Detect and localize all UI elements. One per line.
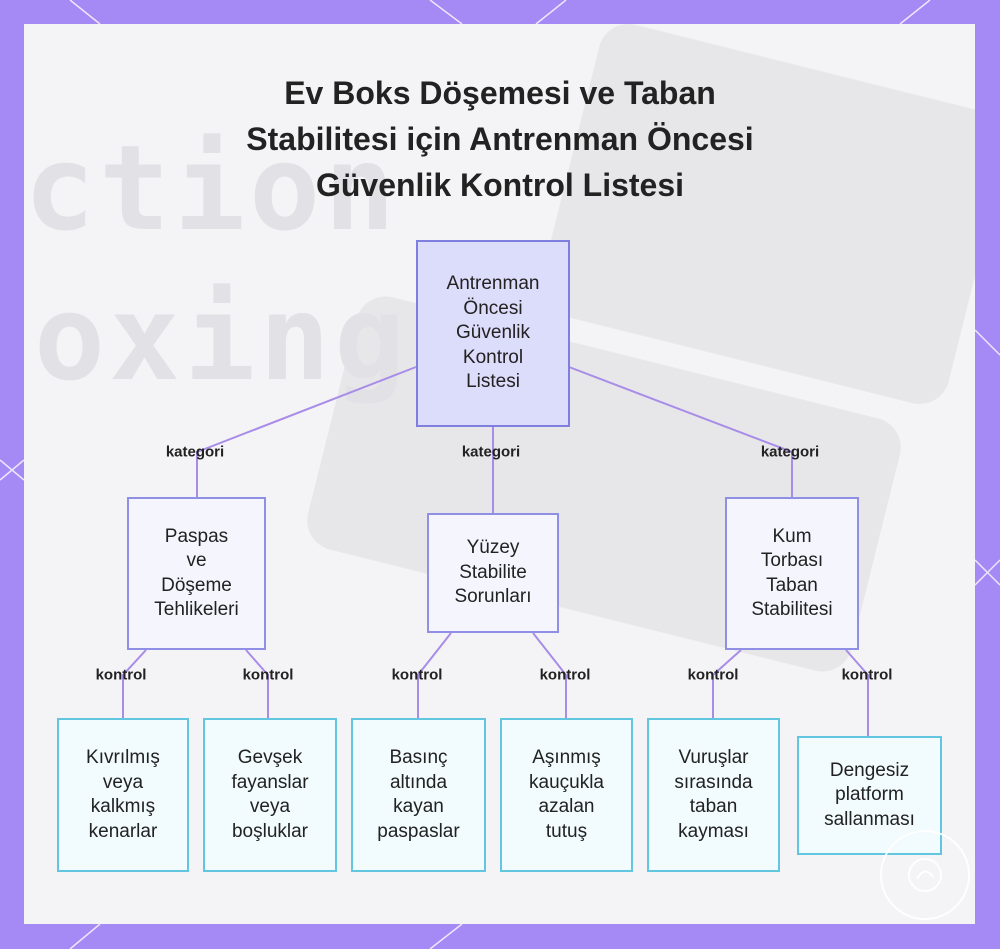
node-label-line: Antrenman xyxy=(447,272,540,297)
title-line: Ev Boks Döşemesi ve Taban xyxy=(0,70,1000,116)
watermark-logo-icon xyxy=(903,853,947,897)
node-label-line: Stabilitesi xyxy=(751,598,832,623)
edge-label-category: kategori xyxy=(166,444,224,461)
node-label-line: kauçukla xyxy=(529,771,604,796)
category-node-surface: Yüzey Stabilite Sorunları xyxy=(427,513,559,633)
node-label-line: Kum xyxy=(751,525,832,550)
node-label-line: Torbası xyxy=(751,549,832,574)
title-line: Güvenlik Kontrol Listesi xyxy=(0,162,1000,208)
leaf-node: Gevşek fayanslar veya boşluklar xyxy=(203,718,337,872)
leaf-node: Kıvrılmış veya kalkmış kenarlar xyxy=(57,718,189,872)
category-node-mat-floor: Paspas ve Döşeme Tehlikeleri xyxy=(127,497,266,650)
node-label-line: Öncesi xyxy=(447,297,540,322)
leaf-node: Vuruşlar sırasında taban kayması xyxy=(647,718,780,872)
node-label-line: Vuruşlar xyxy=(674,746,752,771)
node-label-line: boşluklar xyxy=(231,820,308,845)
node-label-line: Gevşek xyxy=(231,746,308,771)
edge-root-cat1 xyxy=(197,367,416,497)
node-label-line: ve xyxy=(154,549,238,574)
node-label-line: veya xyxy=(231,795,308,820)
leaf-node: Aşınmış kauçukla azalan tutuş xyxy=(500,718,633,872)
edge-label-category: kategori xyxy=(761,444,819,461)
node-label-line: Basınç xyxy=(377,746,459,771)
edge-cat3-leaf5 xyxy=(713,650,741,718)
node-label-line: Yüzey xyxy=(454,536,531,561)
node-label-line: Listesi xyxy=(447,370,540,395)
node-label-line: Aşınmış xyxy=(529,746,604,771)
watermark-logo-icon xyxy=(880,830,970,920)
title-line: Stabilitesi için Antrenman Öncesi xyxy=(0,116,1000,162)
node-label-line: tutuş xyxy=(529,820,604,845)
edge-label-check: kontrol xyxy=(842,667,893,684)
edge-cat3-leaf6 xyxy=(846,650,868,736)
node-label-line: Döşeme xyxy=(154,574,238,599)
node-label-line: altında xyxy=(377,771,459,796)
edge-label-category: kategori xyxy=(462,444,520,461)
leaf-node: Basınç altında kayan paspaslar xyxy=(351,718,486,872)
node-label-line: paspaslar xyxy=(377,820,459,845)
edge-label-check: kontrol xyxy=(96,667,147,684)
node-label-line: kayması xyxy=(674,820,752,845)
node-label-line: azalan xyxy=(529,795,604,820)
edge-label-check: kontrol xyxy=(540,667,591,684)
node-label-line: taban xyxy=(674,795,752,820)
node-label-line: Paspas xyxy=(154,525,238,550)
node-label-line: sallanması xyxy=(824,808,915,833)
edge-label-check: kontrol xyxy=(688,667,739,684)
node-label-line: Kontrol xyxy=(447,346,540,371)
node-label-line: sırasında xyxy=(674,771,752,796)
node-label-line: Sorunları xyxy=(454,585,531,610)
node-label-line: Stabilite xyxy=(454,561,531,586)
edge-cat1-leaf1 xyxy=(123,650,146,718)
node-label-line: veya xyxy=(86,771,160,796)
node-label-line: platform xyxy=(824,783,915,808)
node-label-line: kalkmış xyxy=(86,795,160,820)
edge-root-cat3 xyxy=(569,367,792,497)
diagram-title: Ev Boks Döşemesi ve Taban Stabilitesi iç… xyxy=(0,70,1000,208)
edge-label-check: kontrol xyxy=(243,667,294,684)
node-label-line: kayan xyxy=(377,795,459,820)
node-label-line: Güvenlik xyxy=(447,321,540,346)
category-node-sandbag: Kum Torbası Taban Stabilitesi xyxy=(725,497,859,650)
node-label-line: fayanslar xyxy=(231,771,308,796)
node-label-line: Tehlikeleri xyxy=(154,598,238,623)
root-node: Antrenman Öncesi Güvenlik Kontrol Listes… xyxy=(416,240,570,427)
edge-cat1-leaf2 xyxy=(246,650,268,718)
node-label-line: Kıvrılmış xyxy=(86,746,160,771)
node-label-line: kenarlar xyxy=(86,820,160,845)
node-label-line: Dengesiz xyxy=(824,759,915,784)
node-label-line: Taban xyxy=(751,574,832,599)
edge-label-check: kontrol xyxy=(392,667,443,684)
